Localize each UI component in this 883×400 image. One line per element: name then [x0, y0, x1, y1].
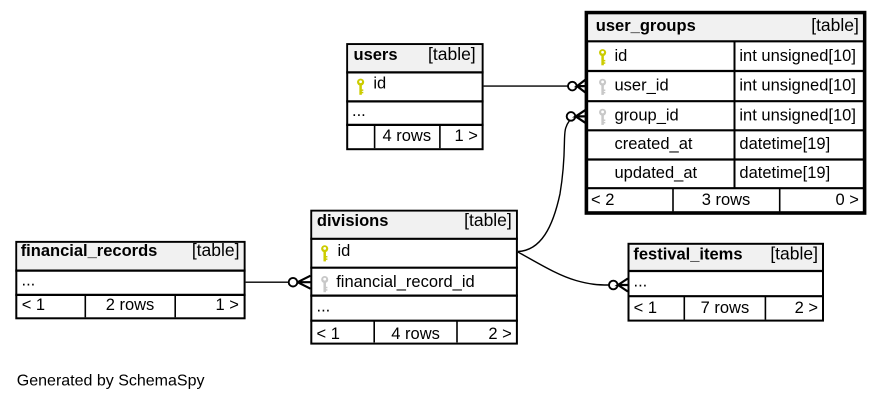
svg-text:created_at: created_at [615, 135, 693, 153]
svg-text:group_id: group_id [615, 107, 679, 125]
svg-text:datetime[19]: datetime[19] [739, 164, 830, 182]
svg-text:int unsigned[10]: int unsigned[10] [739, 107, 856, 125]
svg-text:updated_at: updated_at [615, 164, 698, 182]
svg-text:[table]: [table] [428, 44, 476, 64]
svg-text:< 2: < 2 [591, 191, 614, 209]
svg-text:int unsigned[10]: int unsigned[10] [739, 47, 856, 65]
svg-text:id: id [373, 75, 386, 93]
svg-text:Generated by SchemaSpy: Generated by SchemaSpy [17, 373, 205, 390]
svg-text:2 >: 2 > [795, 299, 818, 317]
svg-text:...: ... [317, 298, 331, 316]
svg-text:id: id [338, 242, 351, 260]
svg-text:int unsigned[10]: int unsigned[10] [739, 77, 856, 95]
svg-text:id: id [615, 47, 628, 65]
svg-text:[table]: [table] [811, 15, 859, 35]
svg-text:< 1: < 1 [317, 325, 340, 343]
svg-text:user_groups: user_groups [596, 17, 696, 35]
svg-text:financial_records: financial_records [21, 242, 158, 260]
svg-text:...: ... [352, 102, 366, 120]
svg-text:0 >: 0 > [835, 191, 858, 209]
svg-text:...: ... [22, 271, 36, 289]
svg-text:divisions: divisions [317, 212, 389, 230]
svg-text:< 1: < 1 [22, 296, 45, 314]
svg-text:< 1: < 1 [634, 299, 657, 317]
svg-text:3 rows: 3 rows [702, 191, 751, 209]
svg-text:2 rows: 2 rows [106, 296, 155, 314]
svg-text:[table]: [table] [770, 244, 818, 264]
svg-text:[table]: [table] [192, 240, 240, 260]
svg-text:[table]: [table] [464, 210, 512, 230]
svg-text:...: ... [634, 272, 648, 290]
svg-text:4 rows: 4 rows [382, 127, 431, 145]
svg-text:users: users [354, 46, 398, 64]
svg-text:financial_record_id: financial_record_id [336, 273, 475, 291]
svg-text:datetime[19]: datetime[19] [739, 135, 830, 153]
svg-text:7 rows: 7 rows [701, 299, 750, 317]
svg-text:4 rows: 4 rows [391, 325, 440, 343]
svg-text:1 >: 1 > [454, 127, 477, 145]
svg-text:2 >: 2 > [488, 325, 511, 343]
svg-text:user_id: user_id [615, 77, 669, 95]
svg-text:festival_items: festival_items [633, 246, 742, 264]
svg-text:1 >: 1 > [215, 296, 238, 314]
